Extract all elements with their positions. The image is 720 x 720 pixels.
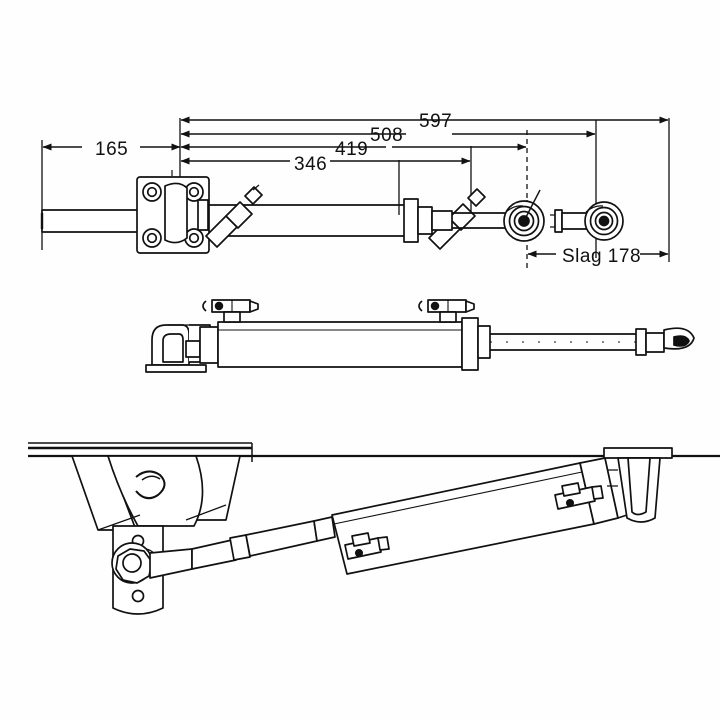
- extension-lines: [41, 118, 670, 268]
- hydraulic-fitting-front: [205, 184, 263, 248]
- gland-left-side: [185, 326, 219, 364]
- tee-fitting-front: [202, 299, 259, 323]
- top-plan-view: [40, 170, 624, 254]
- end-cap-side: [461, 317, 491, 371]
- elbow-fittings: [344, 482, 604, 560]
- cylinder-barrel-side: [217, 321, 463, 368]
- rudder-stock-housing: [71, 455, 241, 531]
- piston-rod-side: [490, 333, 636, 351]
- dimension-group: [41, 116, 670, 268]
- gland-end-cap: [403, 198, 453, 243]
- cylinder-barrel-installed: [331, 455, 631, 575]
- mounting-bracket-4-bolt: [136, 170, 210, 254]
- tiller-arm: [111, 525, 164, 615]
- rod-eye-end-side: [635, 327, 695, 356]
- dim-label-508: 508: [370, 125, 403, 146]
- dim-label-419: 419: [335, 139, 368, 160]
- tee-fitting-rear: [418, 299, 475, 323]
- installation-view: [28, 442, 720, 615]
- dim-label-165: 165: [95, 139, 128, 160]
- rod-eye-retracted: [503, 189, 545, 242]
- transom-mount-bracket: [603, 447, 673, 523]
- dim-label-slag: Slag 178: [562, 246, 641, 267]
- dim-label-346: 346: [294, 154, 327, 175]
- hydraulic-fitting-rear: [428, 188, 486, 250]
- rod-end-left: [40, 209, 141, 233]
- piston-rod-top: [452, 212, 505, 229]
- side-elevation-view: [145, 299, 695, 373]
- tie-rod: [149, 516, 336, 579]
- dim-label-597: 597: [419, 111, 452, 132]
- rod-eye-extended: [550, 201, 624, 241]
